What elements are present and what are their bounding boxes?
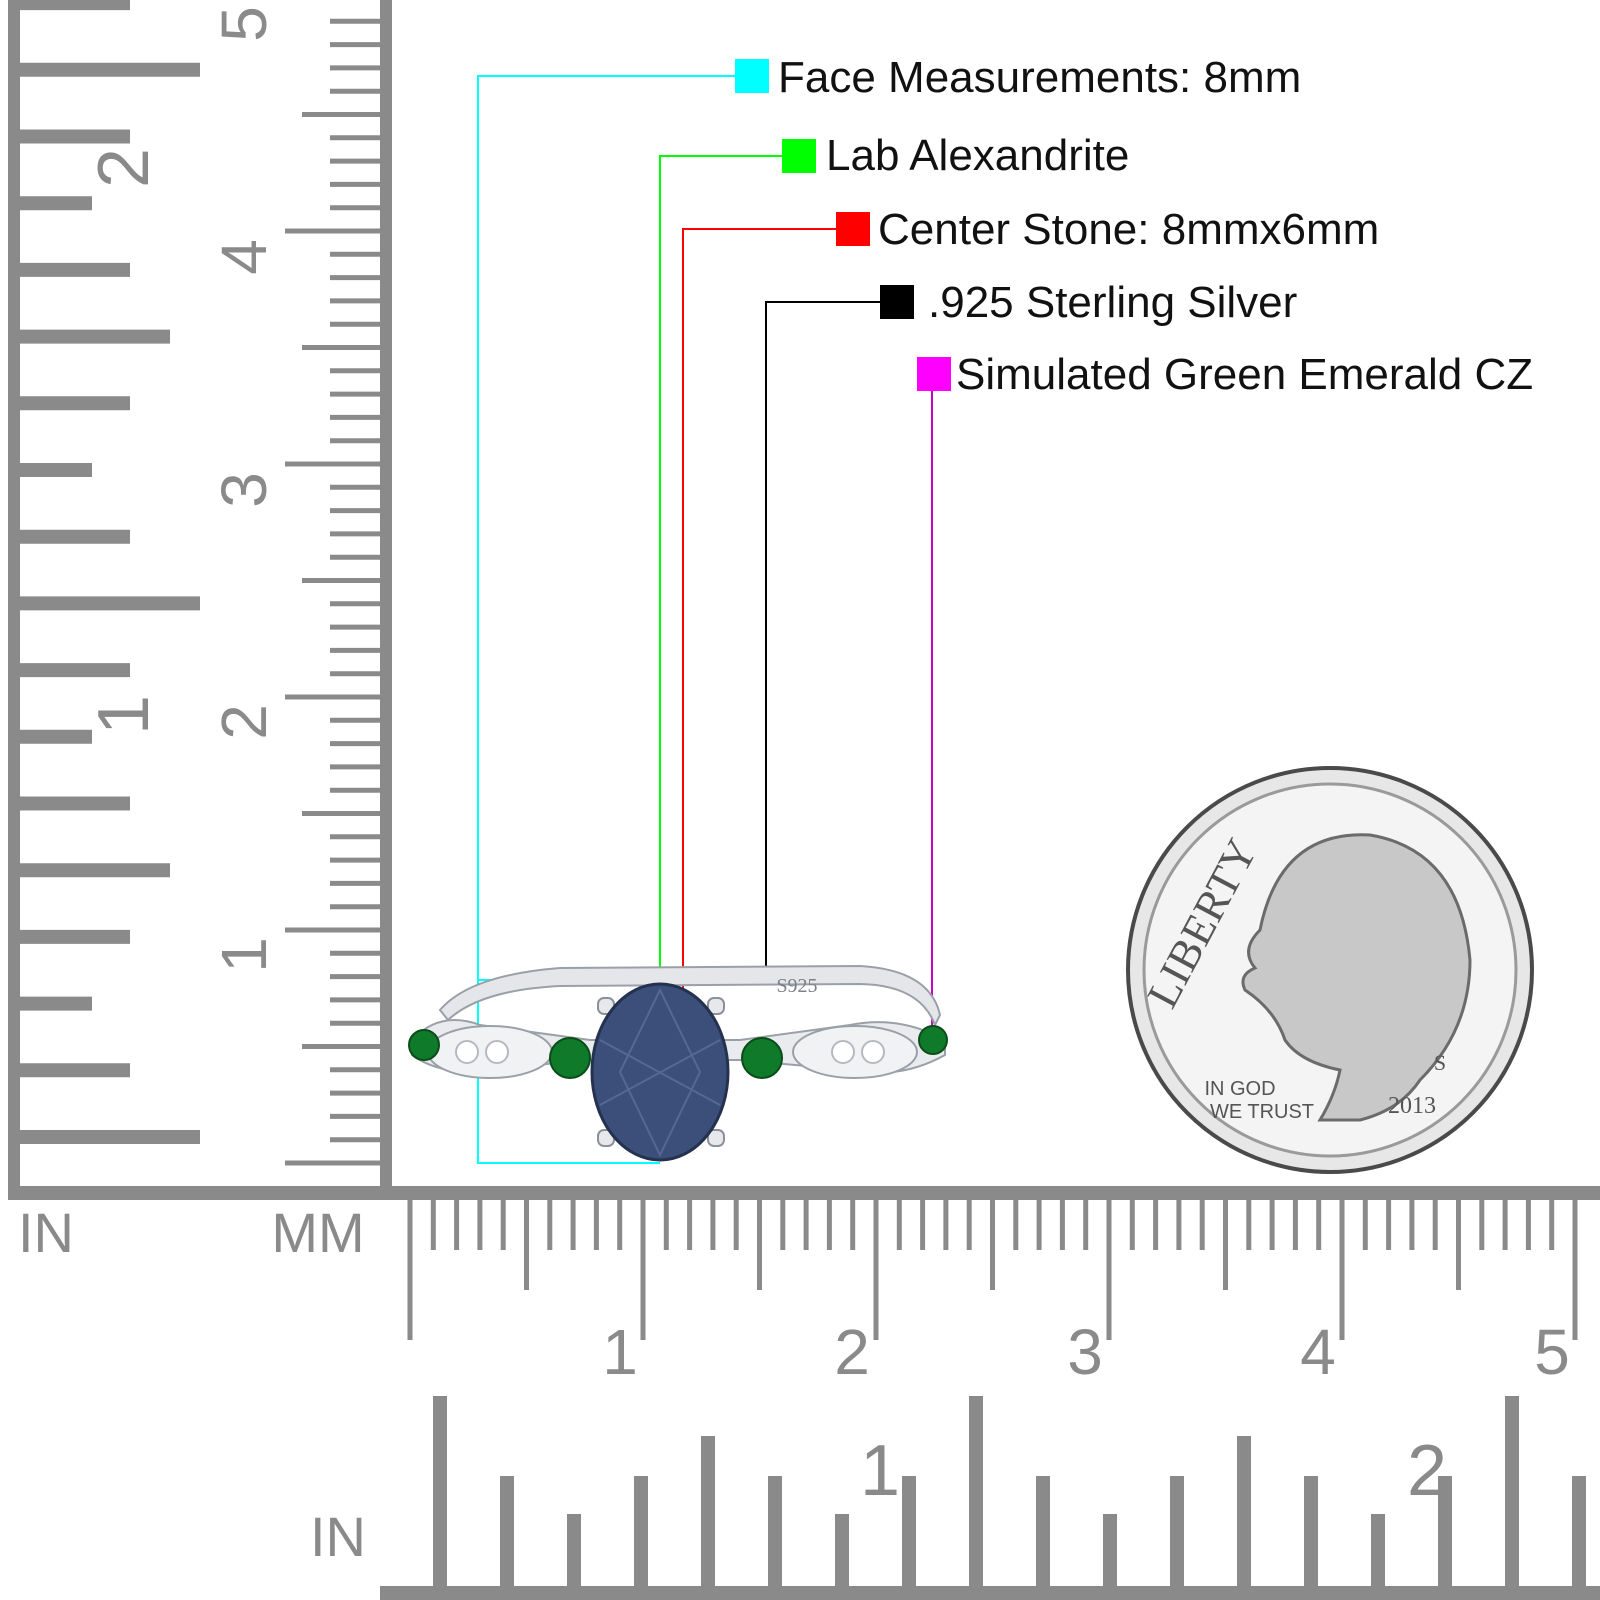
legend-swatch-face-measurements bbox=[735, 59, 769, 93]
legend-swatch-sterling-silver bbox=[880, 285, 914, 319]
legend-swatches bbox=[735, 59, 951, 391]
legend-label-face-measurements: Face Measurements: 8mm bbox=[778, 53, 1302, 102]
vertical-ruler-bottom-edge bbox=[8, 1186, 400, 1200]
vertical-in-label-2: 2 bbox=[84, 148, 164, 188]
horizontal-in-label-1: 1 bbox=[860, 1431, 900, 1511]
bottom-ruler-unit-in: IN bbox=[310, 1505, 366, 1568]
green-stone-far-left bbox=[408, 1029, 440, 1061]
horizontal-mm-ticks bbox=[407, 1200, 1578, 1340]
vertical-inch-ticks bbox=[20, 0, 200, 1144]
green-stone-far-right bbox=[918, 1025, 948, 1055]
vertical-ruler-right-edge bbox=[380, 0, 392, 1200]
accent-stone-left-2 bbox=[485, 1040, 509, 1064]
green-stone-right bbox=[741, 1037, 783, 1079]
accent-stone-right-2 bbox=[861, 1040, 885, 1064]
horizontal-ruler: 1 2 3 4 5 1 2 bbox=[380, 1186, 1600, 1600]
legend-label-green-emerald: Simulated Green Emerald CZ bbox=[956, 350, 1534, 399]
left-ruler-unit-mm: MM bbox=[271, 1201, 364, 1264]
horizontal-mm-label-3: 3 bbox=[1067, 1316, 1103, 1388]
dime-portrait bbox=[1241, 833, 1472, 1122]
vertical-mm-label-4: 4 bbox=[208, 239, 280, 275]
left-ruler-unit-in: IN bbox=[18, 1201, 74, 1264]
accent-stone-left-1 bbox=[455, 1040, 479, 1064]
accent-stone-right-1 bbox=[831, 1040, 855, 1064]
horizontal-mm-label-5: 5 bbox=[1534, 1316, 1570, 1388]
vertical-mm-label-3: 3 bbox=[208, 472, 280, 508]
prong-top-right bbox=[707, 997, 725, 1015]
horizontal-inch-ticks bbox=[433, 1396, 1586, 1586]
green-stone-left bbox=[549, 1037, 591, 1079]
horizontal-mm-label-2: 2 bbox=[834, 1316, 870, 1388]
ring-illustration: S925 bbox=[408, 964, 948, 1162]
vertical-mm-ticks bbox=[285, 18, 380, 1166]
leader-line-lab-alexandrite bbox=[659, 155, 782, 1070]
leader-line-face-measurements bbox=[477, 75, 735, 1164]
dime-motto-line1: IN GOD bbox=[1204, 1078, 1275, 1100]
vertical-mm-label-5: 5 bbox=[208, 6, 280, 42]
legend-swatch-lab-alexandrite bbox=[782, 139, 816, 173]
horizontal-mm-label-1: 1 bbox=[602, 1316, 638, 1388]
center-stone-facets bbox=[599, 987, 721, 1158]
vertical-in-label-1: 1 bbox=[84, 695, 164, 735]
ring-shank-back bbox=[438, 964, 942, 1028]
vertical-ruler-left-edge bbox=[8, 0, 20, 1200]
leader-line-center-stone bbox=[682, 228, 836, 1060]
vertical-ruler: 1 2 1 2 3 4 5 bbox=[8, 0, 400, 1200]
horizontal-in-label-2: 2 bbox=[1407, 1431, 1447, 1511]
legend-swatch-green-emerald bbox=[917, 357, 951, 391]
dime-motto-line2: WE TRUST bbox=[1210, 1101, 1314, 1123]
horizontal-ruler-top-edge bbox=[380, 1186, 1600, 1200]
horizontal-ruler-bottom-edge bbox=[380, 1586, 1600, 1600]
legend-label-lab-alexandrite: Lab Alexandrite bbox=[826, 131, 1130, 180]
legend-label-sterling-silver: .925 Sterling Silver bbox=[928, 278, 1298, 327]
vertical-mm-label-2: 2 bbox=[208, 704, 280, 740]
prong-bottom-right bbox=[707, 1129, 725, 1147]
ring-stamp: S925 bbox=[776, 975, 817, 997]
legend-label-center-stone: Center Stone: 8mmx6mm bbox=[878, 205, 1380, 254]
dime-mint-mark: S bbox=[1434, 1050, 1446, 1075]
vertical-mm-label-1: 1 bbox=[208, 937, 280, 973]
dime-coin: LIBERTY IN GOD WE TRUST S 2013 bbox=[1126, 766, 1534, 1174]
horizontal-mm-label-4: 4 bbox=[1300, 1316, 1336, 1388]
legend-swatch-center-stone bbox=[836, 212, 870, 246]
leader-line-sterling-silver bbox=[765, 301, 880, 975]
dime-year: 2013 bbox=[1388, 1093, 1436, 1119]
